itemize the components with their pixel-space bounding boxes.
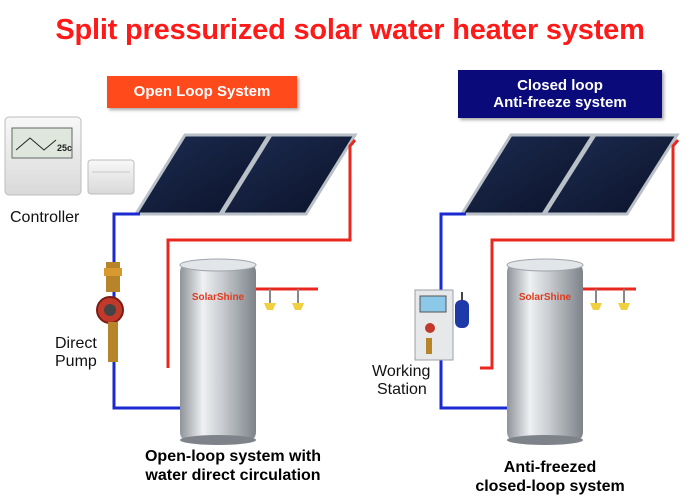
closed-loop-badge-line-1: Closed loop xyxy=(517,77,603,94)
open-loop-caption-line-2: water direct circulation xyxy=(145,467,321,484)
open-loop-solar-collectors xyxy=(133,133,358,216)
closed-loop-system xyxy=(414,133,680,445)
open-loop-badge: Open Loop System xyxy=(107,76,297,108)
closed-loop-storage-tank xyxy=(506,258,584,445)
open-loop-tank-brand: SolarShine xyxy=(192,292,245,303)
diagram-title: Split pressurized solar water heater sys… xyxy=(55,14,645,46)
closed-loop-caption-line-1: Anti-freezed xyxy=(503,459,597,476)
pump-label-line-2: Pump xyxy=(55,353,97,370)
station-label-line-1: Working xyxy=(372,363,431,380)
closed-loop-badge-line-2: Anti-freeze system xyxy=(493,94,627,111)
closed-loop-hot-pipe xyxy=(480,139,680,370)
closed-loop-solar-collectors xyxy=(459,133,680,216)
closed-loop-shower-icon xyxy=(590,289,630,310)
controller-icon xyxy=(4,116,135,196)
open-loop-storage-tank xyxy=(179,258,257,445)
open-loop-hot-pipe xyxy=(166,139,357,368)
closed-loop-tank-brand: SolarShine xyxy=(519,292,572,303)
direct-pump-icon xyxy=(96,262,124,362)
closed-loop-badge: Closed loop Anti-freeze system xyxy=(458,70,662,118)
open-loop-caption-line-1: Open-loop system with xyxy=(144,448,321,465)
open-loop-shower-icon xyxy=(264,289,304,310)
open-loop-system: 25c xyxy=(4,116,358,445)
station-label-line-2: Station xyxy=(377,381,427,398)
pump-label-line-1: Direct xyxy=(55,335,97,352)
closed-loop-caption-line-2: closed-loop system xyxy=(475,478,625,495)
controller-display-text: 25c xyxy=(57,143,72,153)
controller-label: Controller xyxy=(10,209,80,226)
working-station-icon xyxy=(414,289,469,361)
open-loop-cold-pipe xyxy=(112,212,182,410)
